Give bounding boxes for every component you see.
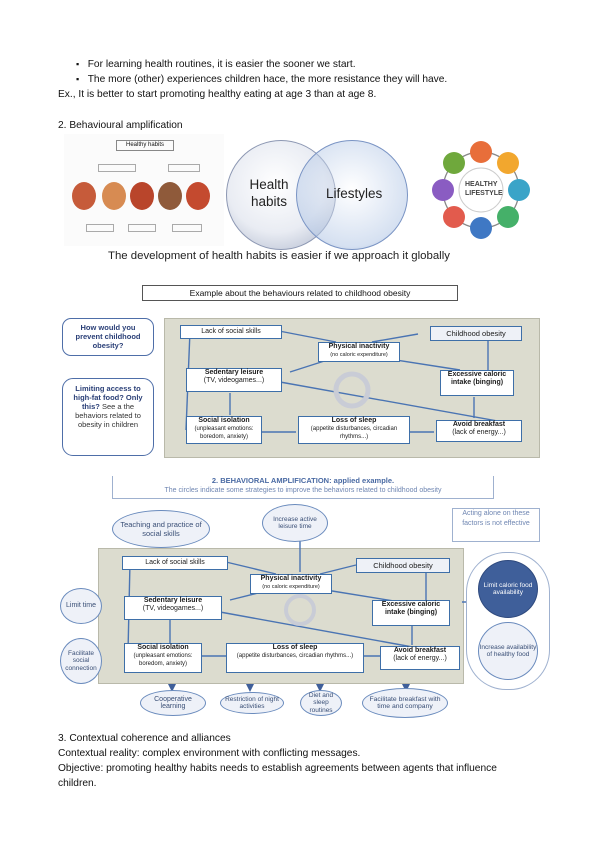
healthy-habits-poster: Healthy habits: [64, 134, 224, 246]
section-2-heading: 2. Behavioural amplification: [58, 120, 183, 131]
d2-breakfast-title: Avoid breakfast: [393, 647, 447, 654]
d2-sedentary: Sedentary leisure (TV, videogames...): [124, 596, 222, 620]
diagram2-header: 2. BEHAVIORAL AMPLIFICATION: applied exa…: [112, 476, 494, 499]
d1-sedentary: Sedentary leisure (TV, videogames...): [186, 368, 282, 392]
d2-physical-title: Physical inactivity: [260, 575, 322, 582]
d2-social: Social isolation (unpleasant emotions: b…: [124, 643, 202, 673]
d2-physical-sub: (no caloric expenditure): [262, 584, 320, 590]
poster-title: Healthy habits: [116, 140, 174, 151]
acting-alone-note: Acting alone on these factors is not eff…: [452, 508, 540, 542]
strategy-increase-healthy: Increase availability of healthy food: [478, 622, 538, 680]
cycle-arrow-icon: [333, 371, 371, 409]
section-3-line-1: Contextual reality: complex environment …: [58, 748, 361, 759]
diagram2-title: 2. BEHAVIORAL AMPLIFICATION: applied exa…: [211, 476, 395, 485]
question-text: How would you prevent childhood obesity?: [75, 323, 141, 350]
d2-sleep-title: Loss of sleep: [272, 644, 318, 651]
strategy-facilitate-social: Facilitate social connection: [60, 638, 102, 684]
d1-sedentary-sub: (TV, videogames...): [203, 377, 265, 384]
d1-social-sub: (unpleasant emotions: boredom, anxiety): [194, 426, 254, 440]
strategy-teaching: Teaching and practice of social skills: [112, 510, 210, 548]
strategy-facilitate-breakfast: Facilitate breakfast with time and compa…: [362, 688, 448, 718]
d1-breakfast-sub: (lack of energy...): [452, 429, 506, 436]
d2-social-title: Social isolation: [137, 644, 189, 651]
d1-sedentary-title: Sedentary leisure: [204, 369, 264, 376]
d2-lack-social: Lack of social skills: [122, 556, 228, 570]
cycle-arrow-icon: [284, 594, 316, 626]
strategy-limit-time: Limit time: [60, 588, 102, 624]
d2-excessive-title: Excessive caloric intake (binging): [381, 601, 441, 616]
d2-breakfast-sub: (lack of energy...): [393, 655, 447, 662]
d2-sedentary-sub: (TV, videogames...): [142, 605, 204, 612]
example-line: Ex., It is better to start promoting hea…: [58, 89, 377, 100]
bullet-text-1: For learning health routines, it is easi…: [87, 59, 356, 70]
kid-icon: [186, 182, 210, 210]
bullet-item-1: ▪ For learning health routines, it is ea…: [76, 59, 356, 70]
d1-sleep-sub: (appetite disturbances, circadian rhythm…: [310, 426, 398, 440]
kid-icon: [130, 182, 154, 210]
d2-breakfast: Avoid breakfast (lack of energy...): [380, 646, 460, 670]
section-3-heading: 3. Contextual coherence and alliances: [58, 733, 231, 744]
d2-sedentary-title: Sedentary leisure: [143, 597, 203, 604]
d1-sleep-title: Loss of sleep: [331, 417, 377, 424]
venn-diagram: Health habits Lifestyles: [222, 134, 422, 254]
d1-excessive-title: Excessive caloric intake (binging): [447, 371, 507, 386]
d2-sleep: Loss of sleep (appetite disturbances, ci…: [226, 643, 364, 673]
section-3-line-3: children.: [58, 778, 97, 789]
diagram2-subtitle: The circles indicate some strategies to …: [164, 487, 442, 494]
strategy-cooperative: Cooperative learning: [140, 690, 206, 716]
kid-icon: [158, 182, 182, 210]
d1-childhood-obesity: Childhood obesity: [430, 326, 522, 341]
strategy-diet-sleep: Diet and sleep routines: [300, 690, 342, 716]
kid-icon: [72, 182, 96, 210]
d1-lack-social: Lack of social skills: [180, 325, 282, 339]
d1-breakfast: Avoid breakfast (lack of energy...): [436, 420, 522, 442]
diagram1-title: Example about the behaviours related to …: [142, 285, 458, 301]
strategy-restriction: Restriction of night activities: [220, 692, 284, 714]
venn-label-right: Lifestyles: [326, 186, 383, 201]
wheel-title: HEALTHY LIFESTYLE: [465, 181, 503, 197]
venn-circle-right: [296, 140, 408, 250]
question-box: How would you prevent childhood obesity?: [62, 318, 154, 356]
limiting-rest: See a the behaviors related to obesity i…: [75, 402, 141, 429]
d2-social-sub: (unpleasant emotions: boredom, anxiety): [133, 653, 193, 667]
healthy-lifestyle-wheel: HEALTHY LIFESTYLE: [421, 130, 541, 250]
limiting-box: Limiting access to high-fat food? Only t…: [62, 378, 154, 456]
d2-physical: Physical inactivity (no caloric expendit…: [250, 574, 332, 594]
d1-social: Social isolation (unpleasant emotions: b…: [186, 416, 262, 444]
d1-physical: Physical inactivity (no caloric expendit…: [318, 342, 400, 362]
d1-physical-sub: (no caloric expenditure): [330, 352, 388, 358]
d2-sleep-sub: (appetite disturbances, circadian rhythm…: [236, 653, 354, 659]
section-3-line-2: Objective: promoting healthy habits need…: [58, 763, 497, 774]
venn-label-left: Health habits: [249, 177, 289, 209]
strategy-increase-active: Increase active leisure time: [262, 504, 328, 542]
d2-excessive: Excessive caloric intake (binging): [372, 600, 450, 626]
kid-icon: [102, 182, 126, 210]
d1-excessive: Excessive caloric intake (binging): [440, 370, 514, 396]
bullet-item-2: ▪ The more (other) experiences children …: [76, 74, 448, 85]
wheel-graphic: [432, 141, 530, 239]
strategy-limit-caloric: Limit caloric food availability: [478, 560, 538, 618]
d1-breakfast-title: Avoid breakfast: [452, 421, 506, 428]
d1-physical-title: Physical inactivity: [328, 343, 390, 350]
bullet-text-2: The more (other) experiences children ha…: [87, 74, 448, 85]
section-2-caption: The development of health habits is easi…: [108, 250, 450, 262]
d1-sleep: Loss of sleep (appetite disturbances, ci…: [298, 416, 410, 444]
limiting-bold: Limiting access to high-fat food? Only t…: [73, 384, 143, 411]
d2-childhood-obesity: Childhood obesity: [356, 558, 450, 573]
d1-social-title: Social isolation: [198, 417, 250, 424]
